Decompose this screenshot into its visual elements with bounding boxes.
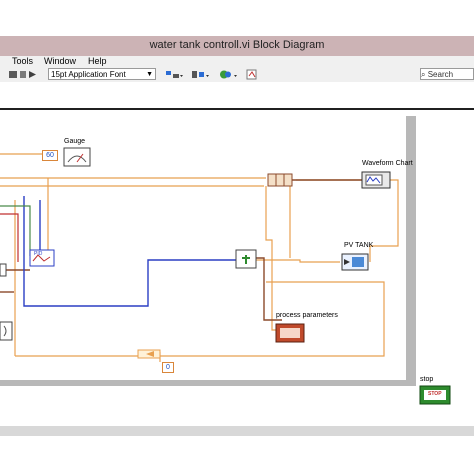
- toolbar-spacer: [0, 82, 474, 108]
- green-wires: [0, 205, 31, 256]
- horizontal-scrollbar[interactable]: [0, 426, 474, 436]
- search-placeholder: Search: [427, 70, 454, 79]
- menu-help[interactable]: Help: [88, 56, 107, 66]
- pid-label: PID: [34, 251, 43, 257]
- wiring-layer: [0, 116, 451, 405]
- run-controls-icon[interactable]: [8, 69, 38, 80]
- stop-button[interactable]: STOP: [428, 391, 442, 397]
- block-diagram-canvas[interactable]: Gauge 60 Waveform Chart PID PV TANK proc…: [0, 108, 474, 422]
- gauge-arc: [67, 155, 87, 163]
- pv-tank-label: PV TANK: [344, 242, 374, 249]
- search-icon: ⌕: [421, 70, 426, 79]
- reorder-icon[interactable]: [218, 69, 238, 80]
- chevron-down-icon: ▼: [146, 71, 153, 78]
- menu-tools[interactable]: Tools: [12, 56, 34, 66]
- brown-wires: [0, 179, 362, 321]
- bundle-node: [267, 173, 293, 187]
- window-title: water tank controll.vi Block Diagram: [149, 39, 325, 51]
- menu-window[interactable]: Window: [44, 56, 77, 66]
- stop-label: stop: [420, 376, 434, 383]
- title-bar: water tank controll.vi Block Diagram: [0, 36, 474, 57]
- toolbar: 15pt Application Font ▼ ⌕ Search: [0, 68, 474, 83]
- pid-vi: [29, 249, 55, 267]
- cleanup-diagram-icon[interactable]: [244, 69, 264, 80]
- font-select-value: 15pt Application Font: [51, 70, 126, 79]
- waveform-chart-label: Waveform Chart: [362, 160, 413, 167]
- gauge-label: Gauge: [64, 138, 86, 145]
- orange-wires: [0, 153, 399, 362]
- loop-border-right: [406, 116, 416, 380]
- loop-border-bottom: [0, 380, 416, 386]
- menu-bar: Tools Window Help: [0, 56, 474, 68]
- gauge-needle: [76, 153, 84, 163]
- search-input[interactable]: ⌕ Search: [420, 68, 474, 80]
- align-objects-icon[interactable]: [164, 69, 184, 80]
- gauge-constant[interactable]: 60: [42, 150, 58, 161]
- zero-constant[interactable]: 0: [162, 362, 174, 373]
- font-select[interactable]: 15pt Application Font ▼: [48, 68, 156, 80]
- blue-wires: [23, 196, 236, 307]
- distribute-objects-icon[interactable]: [190, 69, 210, 80]
- gauge-terminal: [63, 147, 91, 167]
- red-wires: [0, 213, 19, 262]
- process-parameters-label: process parameters: [276, 312, 338, 319]
- left-edge-terminal: [0, 263, 7, 277]
